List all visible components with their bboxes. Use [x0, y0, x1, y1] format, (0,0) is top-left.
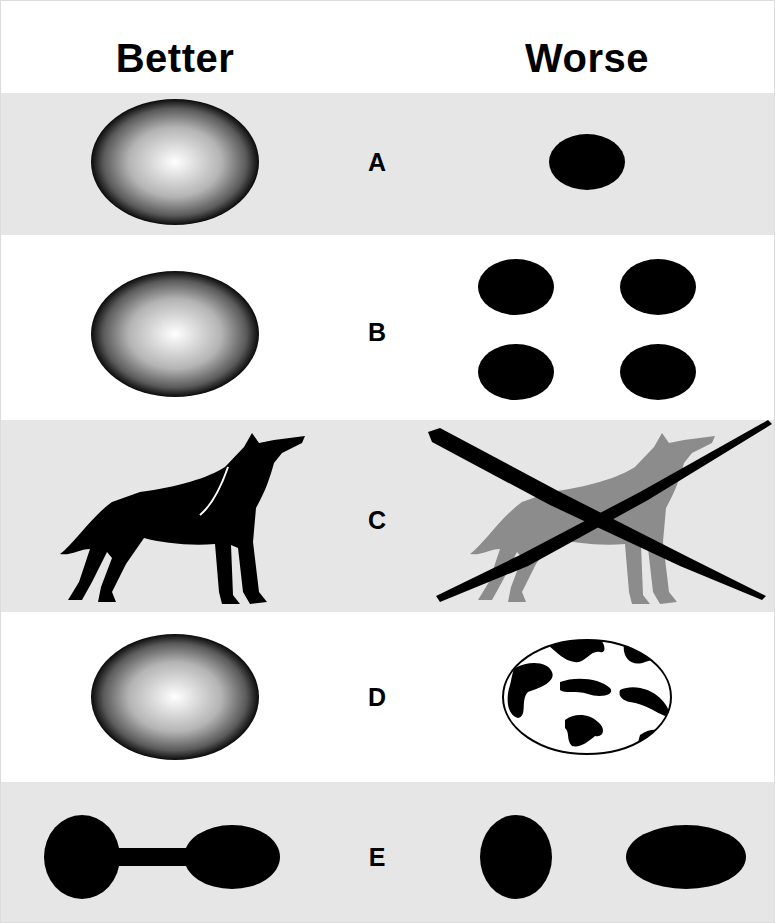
- shaded-ellipse: [91, 271, 259, 397]
- black-ellipse: [478, 259, 554, 315]
- row-letter: C: [368, 506, 386, 535]
- row-band: [0, 420, 775, 612]
- wolf-highlight: [200, 467, 228, 515]
- header-band: [0, 0, 775, 93]
- black-ellipse: [480, 815, 552, 899]
- row-band: [0, 93, 775, 235]
- black-ellipse: [620, 259, 696, 315]
- black-ellipse: [44, 815, 120, 899]
- black-ellipse: [626, 825, 746, 889]
- column-heading: Better: [116, 36, 235, 81]
- row-band: [0, 235, 775, 420]
- row-letter: D: [368, 683, 386, 712]
- black-ellipse: [184, 825, 280, 889]
- shaded-ellipse: [91, 99, 259, 225]
- ellipse-outline: [503, 640, 671, 754]
- row-band: [0, 612, 775, 782]
- row-letter: E: [369, 843, 386, 872]
- row-band: [0, 782, 775, 923]
- black-ellipse: [478, 344, 554, 400]
- black-ellipse: [620, 344, 696, 400]
- black-ellipse: [549, 134, 625, 190]
- cross-stroke: [436, 420, 772, 602]
- row-letter: A: [368, 148, 386, 177]
- row-letter: B: [368, 318, 386, 347]
- shaded-ellipse: [91, 634, 259, 760]
- column-heading: Worse: [525, 36, 649, 81]
- wolf-silhouette: [60, 433, 305, 604]
